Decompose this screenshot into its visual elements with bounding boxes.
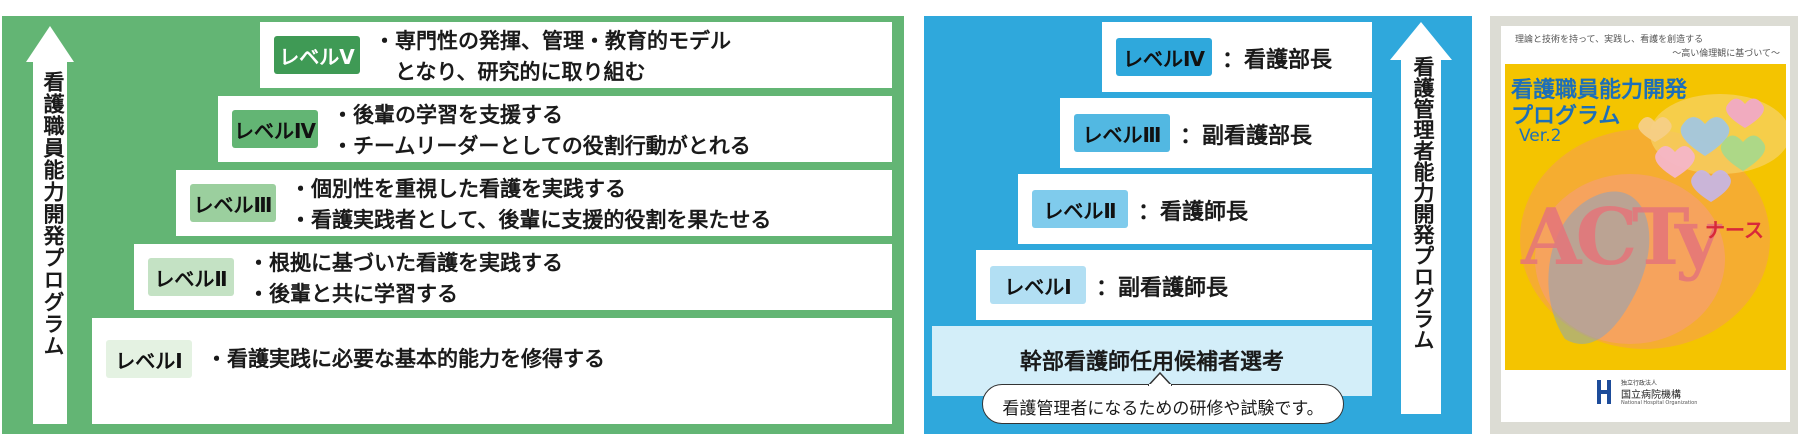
- level-4-badge: レベルⅣ: [232, 110, 318, 148]
- cover-logo-letters: ACTy: [1521, 192, 1720, 283]
- speech-bubble: 看護管理者になるための研修や試験です。: [982, 384, 1344, 424]
- level-4-description: ・後輩の学習を支援する ・チームリーダーとしての役割行動がとれる: [332, 100, 751, 162]
- speech-bubble-tail: [1148, 372, 1172, 386]
- level-2-description: ・根拠に基づいた看護を実践する ・後輩と共に学習する: [248, 248, 563, 310]
- level-4-line-1: ・後輩の学習を支援する: [332, 103, 563, 127]
- level-1-step: レベルⅠ ・看護実践に必要な基本的能力を修得する: [92, 318, 892, 424]
- level-2-badge: レベルⅡ: [148, 258, 234, 296]
- level-3-description: ・個別性を重視した看護を実践する ・看護実践者として、後輩に支援的役割を果たせる: [290, 174, 771, 236]
- manager-level-4-role: ：看護部長: [1222, 48, 1333, 73]
- level-5-line-1: ・専門性の発揮、管理・教育的モデル: [374, 29, 731, 53]
- level-3-line-2: ・看護実践者として、後輩に支援的役割を果たせる: [290, 208, 772, 232]
- cover-title-line-2: プログラム: [1511, 104, 1621, 129]
- manager-level-3-badge: レベルⅢ: [1074, 114, 1170, 152]
- cover-title-line-1: 看護職員能力開発: [1511, 78, 1688, 103]
- manager-level-3-role: ：副看護部長: [1180, 124, 1313, 149]
- program-cover: 理論と技術を持って、実践し、看護を創造する 〜高い倫理観に基づいて〜 看護職員能…: [1501, 26, 1790, 422]
- manager-level-1-role: ：副看護師長: [1096, 276, 1229, 301]
- level-5-step: レベルⅤ ・専門性の発揮、管理・教育的モデル となり、研究的に取り組む: [260, 22, 892, 88]
- level-1-description: ・看護実践に必要な基本的能力を修得する: [206, 344, 605, 375]
- nurse-development-panel: 看護職員能力開発プログラム レベルⅤ ・専門性の発揮、管理・教育的モデル となり…: [2, 16, 904, 434]
- manager-level-4-step: レベルⅣ ：看護部長: [1102, 22, 1372, 92]
- level-2-step: レベルⅡ ・根拠に基づいた看護を実践する ・後輩と共に学習する: [134, 244, 892, 310]
- manager-level-3-step: レベルⅢ ：副看護部長: [1060, 98, 1372, 168]
- manager-development-panel: レベルⅣ ：看護部長 レベルⅢ ：副看護部長 レベルⅡ ：看護師長 レベルⅠ ：…: [924, 16, 1472, 434]
- up-arrow-icon: [26, 26, 74, 424]
- cover-org-name: 国立病院機構: [1621, 390, 1681, 401]
- cover-artwork-shapes: [1520, 94, 1786, 349]
- manager-level-2-step: レベルⅡ ：看護師長: [1018, 174, 1372, 244]
- cover-nurse-label: ナース: [1705, 218, 1764, 242]
- level-5-description: ・専門性の発揮、管理・教育的モデル となり、研究的に取り組む: [374, 26, 731, 88]
- level-1-badge: レベルⅠ: [106, 340, 192, 378]
- level-4-step: レベルⅣ ・後輩の学習を支援する ・チームリーダーとしての役割行動がとれる: [218, 96, 892, 162]
- cover-artwork: 看護職員能力開発 プログラム Ver.2 ACTy ナース: [1505, 64, 1786, 370]
- manager-level-4-badge: レベルⅣ: [1116, 38, 1212, 76]
- cover-org-english: National Hospital Organization: [1621, 400, 1698, 406]
- manager-level-1-badge: レベルⅠ: [990, 266, 1086, 304]
- up-arrow-icon: [1390, 22, 1452, 414]
- level-1-line-1: ・看護実践に必要な基本的能力を修得する: [206, 347, 605, 371]
- level-5-badge: レベルⅤ: [274, 36, 360, 74]
- level-2-line-2: ・後輩と共に学習する: [248, 282, 458, 306]
- manager-level-2-badge: レベルⅡ: [1032, 190, 1128, 228]
- level-3-badge: レベルⅢ: [190, 184, 276, 222]
- level-3-step: レベルⅢ ・個別性を重視した看護を実践する ・看護実践者として、後輩に支援的役割…: [176, 170, 892, 236]
- manager-level-1-step: レベルⅠ ：副看護師長: [976, 250, 1372, 320]
- candidate-selection-title: 幹部看護師任用候補者選考: [1019, 350, 1284, 375]
- organization-logo-icon: [1597, 380, 1615, 404]
- cover-tagline-1: 理論と技術を持って、実践し、看護を創造する: [1515, 35, 1704, 45]
- level-3-line-1: ・個別性を重視した看護を実践する: [290, 177, 626, 201]
- speech-bubble-text: 看護管理者になるための研修や試験です。: [1002, 399, 1324, 419]
- cover-org-small: 独立行政法人: [1621, 380, 1658, 387]
- cover-tagline-2: 〜高い倫理観に基づいて〜: [1672, 49, 1780, 59]
- level-4-line-2: ・チームリーダーとしての役割行動がとれる: [332, 134, 751, 158]
- manager-level-2-role: ：看護師長: [1138, 200, 1249, 225]
- cover-version: Ver.2: [1519, 126, 1562, 146]
- nurse-program-vertical-label: 看護職員能力開発プログラム: [41, 71, 65, 357]
- level-2-line-1: ・根拠に基づいた看護を実践する: [248, 251, 563, 275]
- manager-program-vertical-label: 看護管理者能力開発プログラム: [1411, 56, 1435, 350]
- level-5-line-2: となり、研究的に取り組む: [374, 60, 646, 84]
